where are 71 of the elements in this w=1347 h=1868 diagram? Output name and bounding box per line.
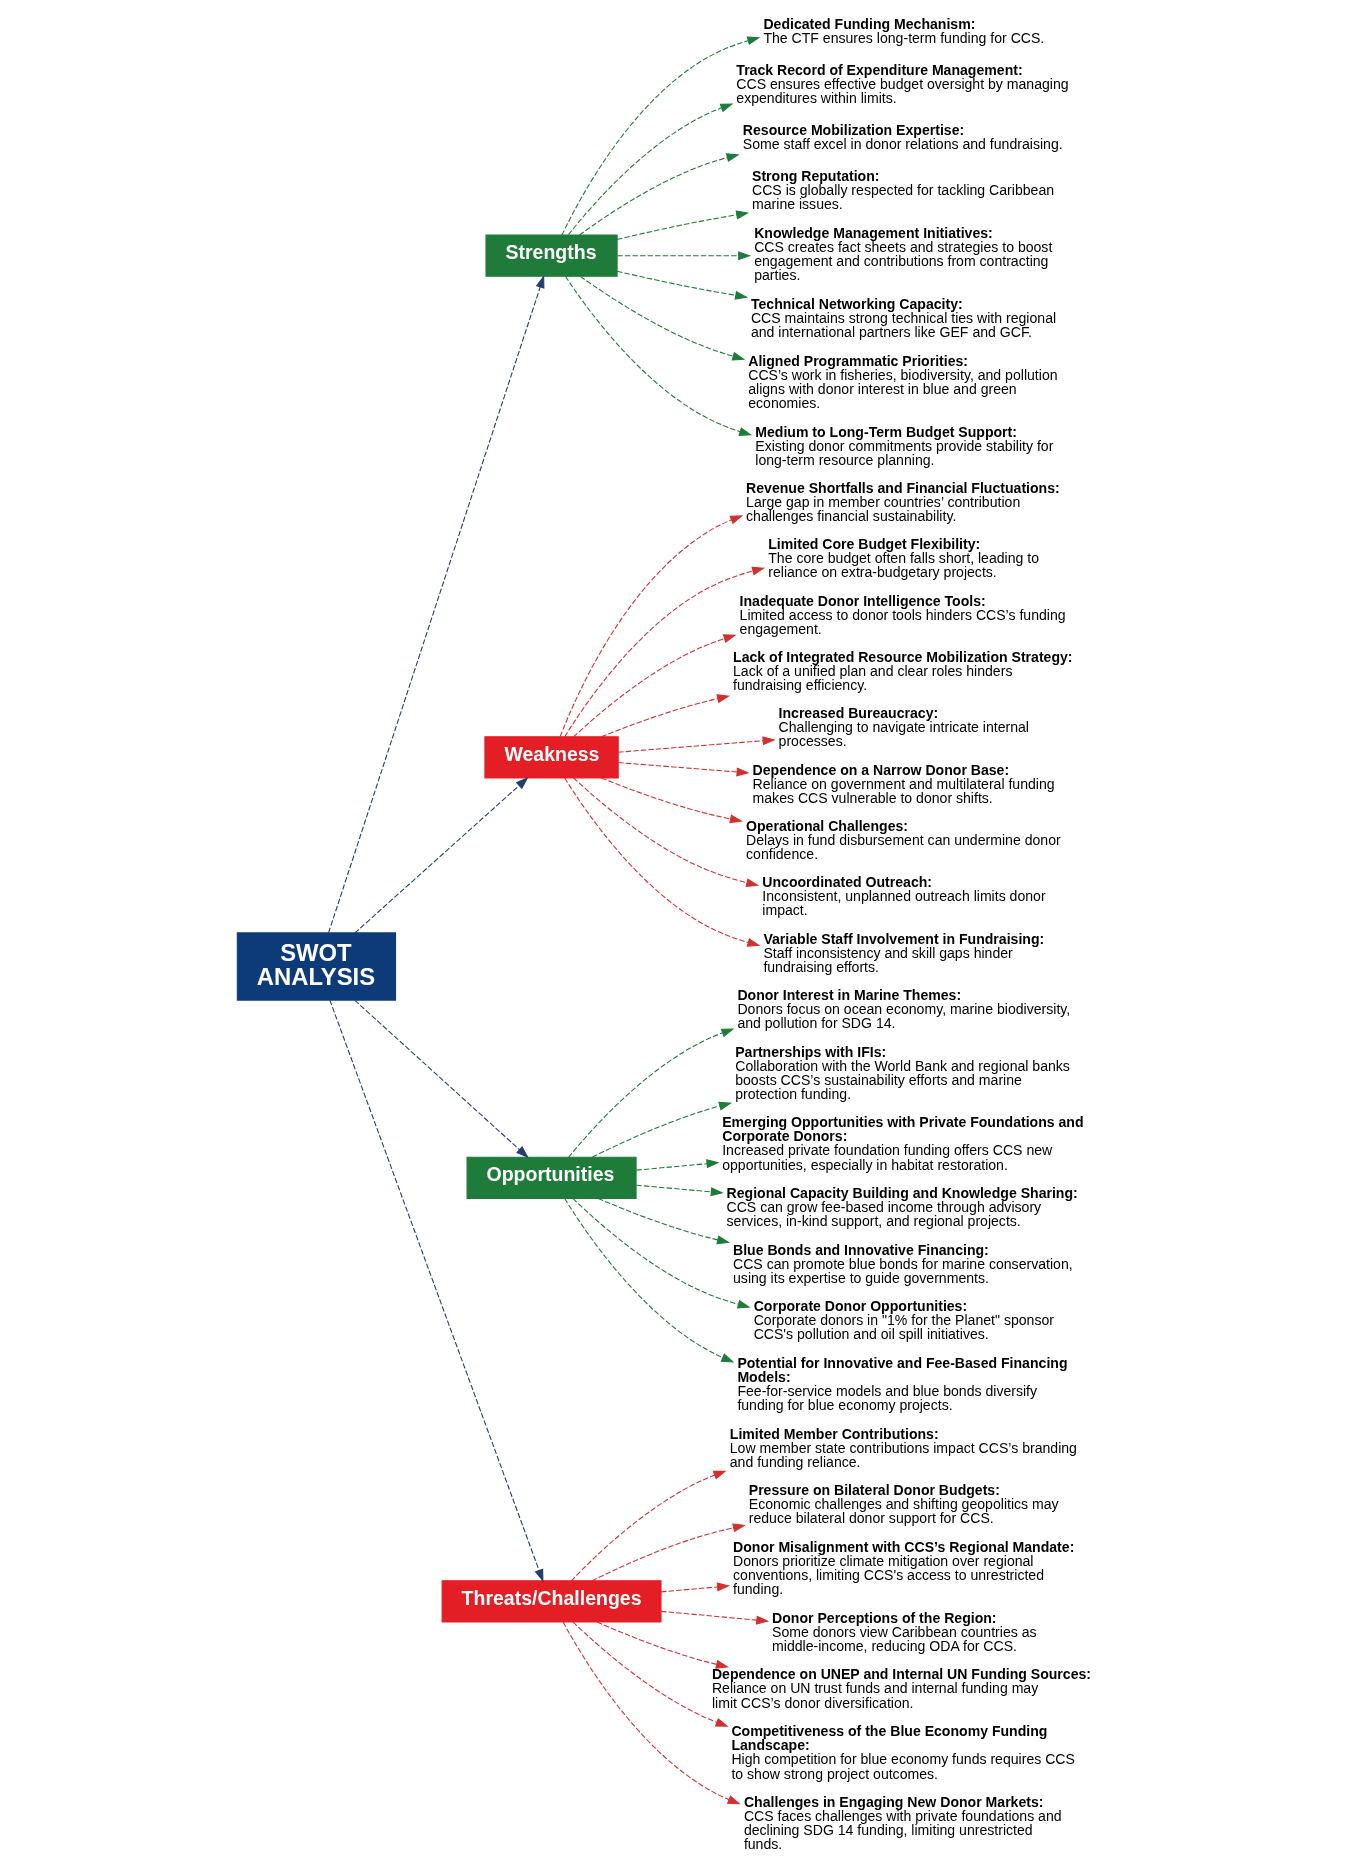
node-text: Donor Interest in Marine Themes: Donors focus on ocean economy, marine biodiversity, and pollution for SDG 14.: [736, 986, 1070, 1032]
node-text: Limited Member Contributions: Low member state contributions impact CCS’s branding and funding reliance.: [729, 1425, 1077, 1470]
node-text: Limited Core Budget Flexibility: The core budget often falls short, leading to reliance on extra-budgetary projects.: [767, 536, 1039, 581]
node-box: Threats/Challenges: [441, 1580, 662, 1623]
node-text: Challenges in Engaging New Donor Markets: CCS faces challenges with private foundations and declining SDG 14 funding, limiting unrestricted funds.: [743, 1793, 1062, 1852]
arrow: [328, 999, 543, 1583]
arrow: [572, 634, 736, 738]
arrow: [616, 251, 751, 261]
node-text: Increased Bureaucracy: Challenging to navigate intricate internal processes.: [778, 705, 1029, 750]
node-text: Medium to Long-Term Budget Support: Existing donor commitments provide stability for long-term resource planning.: [754, 423, 1053, 468]
arrow: [572, 1621, 729, 1727]
node-text: Track Record of Expenditure Management: CCS ensures effective budget oversight by managing expenditures within limits.: [735, 61, 1069, 106]
arrow: [617, 736, 776, 753]
arrow: [570, 1470, 726, 1582]
arrow: [562, 1621, 741, 1805]
node-text: Dependence on UNEP and Internal UN Funding Sources: Reliance on UN trust funds and internal funding may limit CCS’s donor diversification.: [711, 1666, 1091, 1711]
arrow: [579, 275, 745, 361]
node-text: Partnerships with IFIs: Collaboration with the World Bank and regional banks boosts CCS’s sustainability efforts and marine protection funding.: [734, 1043, 1070, 1103]
node-text: Donor Perceptions of the Region: Some donors view Caribbean countries as middle-income, reducing ODA for CCS.: [771, 1610, 1037, 1655]
arrow: [567, 103, 733, 236]
arrow: [564, 275, 752, 436]
arrow: [635, 1184, 724, 1197]
node-text: Emerging Opportunities with Private Foundations and Corporate Donors: Increased private foundation funding offers CCS new opportunities, especially in habitat restoration.: [721, 1114, 1084, 1173]
node-text: Uncoordinated Outreach: Inconsistent, unplanned outreach limits donor impact.: [761, 874, 1046, 919]
node-text: Lack of Integrated Resource Mobilization Strategy: Lack of a unified plan and clear roles hinders fundraising efficiency.: [732, 648, 1073, 694]
node-box: SWOT ANALYSIS: [236, 932, 396, 1001]
arrow: [567, 1028, 734, 1158]
arrow: [572, 1198, 751, 1309]
node-text: Operational Challenges: Delays in fund disbursement can undermine donor confidence.: [745, 817, 1061, 863]
arrow: [635, 1159, 719, 1171]
arrow: [353, 777, 528, 934]
node-box: Opportunities: [466, 1156, 637, 1199]
node-text: Pressure on Bilateral Donor Budgets: Economic challenges and shifting geopolitics may reduce bilateral donor support for CCS.: [748, 1482, 1059, 1527]
node-text: Resource Mobilization Expertise: Some staff excel in donor relations and fundraising.: [742, 121, 1063, 152]
arrow: [572, 777, 759, 888]
node-text: Revenue Shortfalls and Financial Fluctuations: Large gap in member countries’ contribution challenges financial sustainability.: [745, 479, 1060, 525]
node-text: Dedicated Funding Mechanism: The CTF ensures long-term funding for CCS.: [762, 15, 1044, 46]
arrow: [596, 1621, 729, 1669]
arrow: [591, 1101, 732, 1158]
node-text: Donor Misalignment with CCS’s Regional Mandate: Donors prioritize climate mitigation over regional conventions, limiting CCS's access to unrestricted funding.: [732, 1539, 1074, 1598]
arrow: [560, 36, 760, 236]
arrow: [617, 762, 750, 777]
node-text: Inadequate Donor Intelligence Tools: Limited access to donor tools hinders CCS’s funding engagement.: [739, 592, 1066, 637]
node-text: Blue Bonds and Innovative Financing: CCS can promote blue bonds for marine conservation, using its expertise to guide governments.: [732, 1241, 1073, 1286]
node-text: Potential for Innovative and Fee-Based Financing Models: Fee-for-service models and blue bonds diversify funding for blue economy projects.: [736, 1354, 1067, 1414]
node-text: Knowledge Management Initiatives: CCS creates fact sheets and strategies to boost engagement and contributions from contracting parties.: [753, 224, 1052, 283]
arrow: [590, 1523, 746, 1582]
arrow: [660, 1610, 769, 1625]
arrow: [600, 694, 730, 738]
arrow: [563, 777, 760, 947]
node-text: Technical Networking Capacity: CCS maintains strong technical ties with regional and international partners like GEF and GCF.: [750, 295, 1056, 340]
node-text: Strong Reputation: CCS is globally respected for tackling Caribbean marine issues.: [751, 167, 1054, 212]
arrow: [559, 515, 743, 738]
node-text: Variable Staff Involvement in Fundraising: Staff inconsistency and skill gaps hinder fundraising efforts.: [762, 930, 1044, 975]
arrow: [578, 153, 740, 236]
node-box: Strengths: [484, 234, 618, 277]
node-box: Weakness: [483, 736, 619, 779]
arrow: [327, 275, 544, 934]
arrow: [600, 777, 743, 824]
arrow: [616, 210, 749, 240]
arrow: [616, 270, 748, 300]
node-text: Dependence on a Narrow Donor Base: Reliance on government and multilateral funding makes CCS vulnerable to donor shifts.: [752, 761, 1055, 806]
node-text: Corporate Donor Opportunities: Corporate donors in "1% for the Planet" sponsor CCS's pollution and oil spill initiatives.: [753, 1297, 1054, 1343]
arrow: [597, 1197, 730, 1245]
arrow: [660, 1582, 730, 1593]
arrow: [563, 566, 765, 738]
node-text: Regional Capacity Building and Knowledge Sharing: CCS can grow fee-based income through advisory services, in-kind support, and regional projects.: [726, 1185, 1078, 1230]
node-text: Aligned Programmatic Priorities: CCS’s work in fisheries, biodiversity, and pollution aligns with donor interest in blue and green economies.: [747, 352, 1058, 411]
arrow: [563, 1198, 734, 1363]
node-text: Competitiveness of the Blue Economy Funding Landscape: High competition for blue economy funds requires CCS to show strong project outcomes.: [730, 1723, 1075, 1782]
arrow: [353, 999, 529, 1159]
